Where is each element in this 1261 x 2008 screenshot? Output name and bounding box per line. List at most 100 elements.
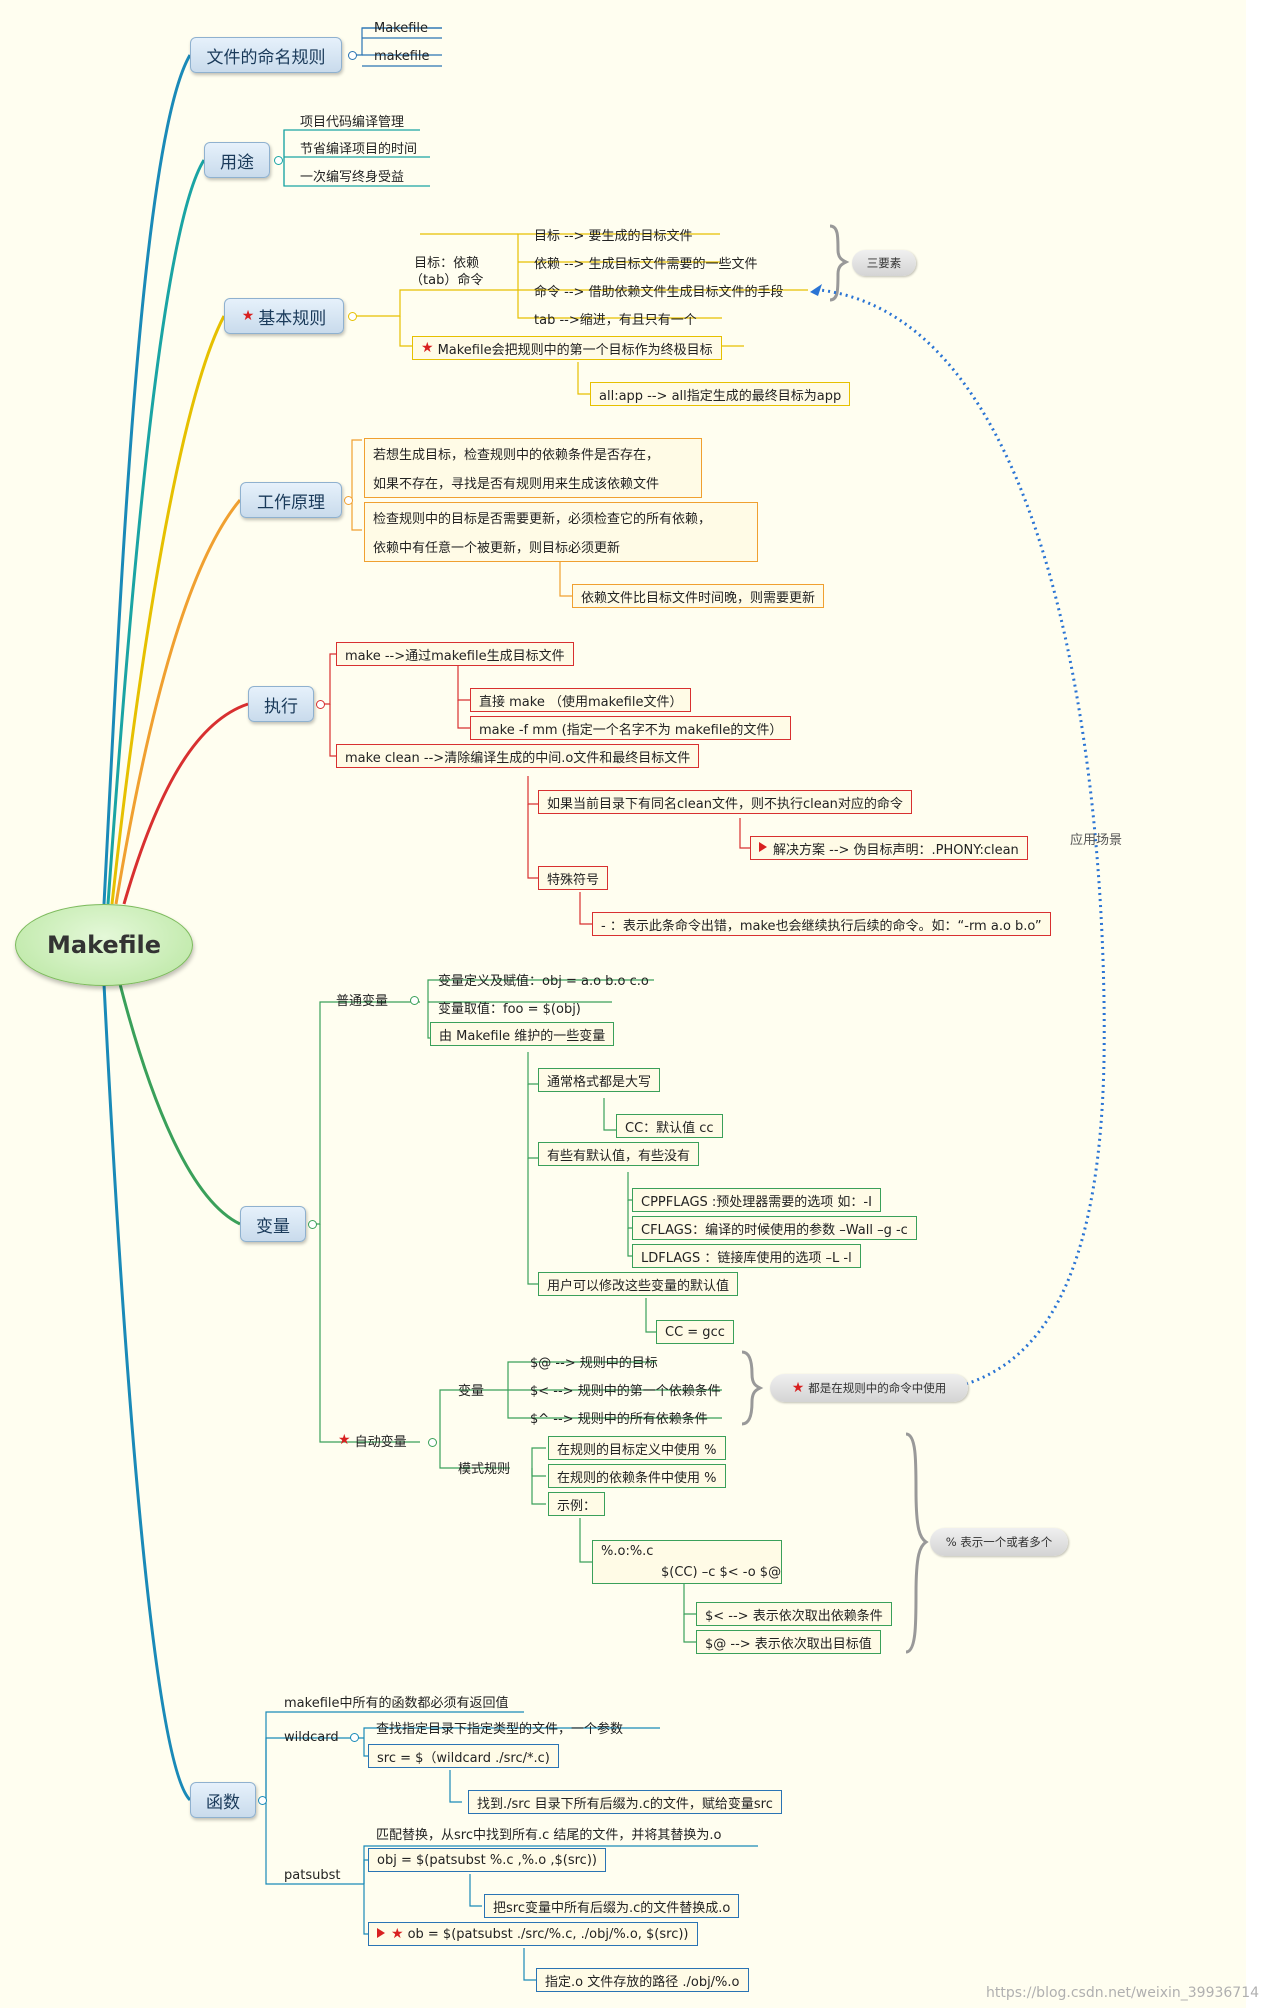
auto-variables-node[interactable]: ★ 自动变量 bbox=[336, 1428, 415, 1452]
ldflags-node[interactable]: LDFLAGS ：链接库使用的选项 –L -l bbox=[632, 1244, 861, 1268]
user-modify-node[interactable]: 用户可以修改这些变量的默认值 bbox=[538, 1272, 739, 1296]
uppercase-node[interactable]: 通常格式都是大写 bbox=[538, 1068, 661, 1092]
in-commands-label: 都是在规则中的命令中使用 bbox=[808, 1381, 947, 1395]
uppercase-label: 通常格式都是大写 bbox=[547, 1074, 652, 1090]
functions-node[interactable]: 函数 bbox=[190, 1782, 256, 1818]
collapse-icon[interactable] bbox=[274, 156, 283, 165]
phony-solution-node[interactable]: 解决方案 --> 伪目标声明：.PHONY:clean bbox=[750, 836, 1028, 860]
patsubst-obj-node[interactable]: obj = $(patsubst %.c ,%.o ,$(src)) bbox=[368, 1848, 606, 1872]
collapse-icon[interactable] bbox=[350, 1733, 359, 1742]
dollar-caret-node[interactable]: $^ --> 规则中的所有依赖条件 bbox=[528, 1406, 716, 1428]
purpose-label: 用途 bbox=[220, 152, 254, 173]
pattern-target-node[interactable]: 在规则的目标定义中使用 % bbox=[548, 1436, 726, 1460]
collapse-icon[interactable] bbox=[410, 996, 419, 1005]
all-app-node[interactable]: all:app --> all指定生成的最终目标为app bbox=[590, 382, 851, 406]
cc-gcc-node[interactable]: CC = gcc bbox=[656, 1320, 734, 1344]
patsubst-ob-node[interactable]: ★ ob = $(patsubst ./src/%.c, ./obj/%.o, … bbox=[368, 1922, 698, 1946]
rule-tab-item[interactable]: tab -->缩进，有且只有一个 bbox=[532, 308, 705, 328]
wildcard-src-label: src = $（wildcard ./src/*.c) bbox=[377, 1750, 550, 1766]
dollar-at-node[interactable]: $@ --> 规则中的目标 bbox=[528, 1350, 666, 1372]
principle-line: 如果不存在，寻找是否有规则用来生成该依赖文件 bbox=[373, 477, 660, 492]
collapse-icon[interactable] bbox=[344, 496, 353, 505]
final-target-node[interactable]: ★ Makefile会把规则中的第一个目标作为终极目标 bbox=[412, 336, 722, 360]
collapse-icon[interactable] bbox=[258, 1796, 267, 1805]
execute-node[interactable]: 执行 bbox=[248, 686, 314, 722]
rule-command-item[interactable]: 命令 --> 借助依赖文件生成目标文件的手段 bbox=[532, 280, 792, 300]
three-elements-callout[interactable]: 三要素 bbox=[852, 250, 916, 276]
principle-node[interactable]: 工作原理 bbox=[240, 482, 342, 518]
principle-check-update-node[interactable]: 检查规则中的目标是否需要更新，必须检查它的所有依赖， 依赖中有任意一个被更新，则… bbox=[364, 502, 758, 562]
ldflags-label: LDFLAGS ：链接库使用的选项 –L -l bbox=[641, 1250, 852, 1266]
make-direct-node[interactable]: 直接 make （使用makefile文件） bbox=[470, 688, 692, 712]
pattern-rule-node[interactable]: 模式规则 bbox=[456, 1456, 518, 1478]
auto-var-group-label: 变量 bbox=[458, 1383, 485, 1399]
cc-default-node[interactable]: CC：默认值 cc bbox=[616, 1114, 723, 1138]
basic-rules-node[interactable]: ★ 基本规则 bbox=[224, 298, 344, 334]
cc-default-label: CC：默认值 cc bbox=[625, 1120, 714, 1136]
dollar-at-label: $@ --> 规则中的目标 bbox=[530, 1355, 658, 1371]
patsubst-node[interactable]: patsubst bbox=[282, 1864, 348, 1886]
star-icon: ★ bbox=[791, 1380, 805, 1396]
target-dependency-node[interactable]: 目标：依赖 （tab）命令 bbox=[408, 252, 491, 292]
purpose-node[interactable]: 用途 bbox=[204, 142, 270, 178]
wildcard-node[interactable]: wildcard bbox=[282, 1726, 347, 1748]
naming-rules-node[interactable]: 文件的命名规则 bbox=[190, 37, 342, 73]
patsubst-replace-node[interactable]: 把src变量中所有后缀为.c的文件替换成.o bbox=[484, 1894, 740, 1918]
special-symbol-node[interactable]: 特殊符号 bbox=[538, 866, 609, 890]
basic-rules-label: 基本规则 bbox=[258, 308, 327, 329]
auto-var-group-node[interactable]: 变量 bbox=[456, 1378, 492, 1400]
example-lt-node[interactable]: $< --> 表示依次取出依赖条件 bbox=[696, 1602, 892, 1626]
purpose-item[interactable]: 一次编写终身受益 bbox=[298, 165, 412, 185]
same-name-clean-node[interactable]: 如果当前目录下有同名clean文件，则不执行clean对应的命令 bbox=[538, 790, 912, 814]
collapse-icon[interactable] bbox=[348, 51, 357, 60]
pattern-dep-node[interactable]: 在规则的依赖条件中使用 % bbox=[548, 1464, 726, 1488]
dollar-lt-label: $< --> 规则中的第一个依赖条件 bbox=[530, 1383, 721, 1399]
make-node[interactable]: make -->通过makefile生成目标文件 bbox=[336, 642, 574, 666]
root-node[interactable]: Makefile bbox=[15, 904, 193, 986]
star-icon: ★ bbox=[421, 340, 434, 356]
purpose-item[interactable]: 项目代码编译管理 bbox=[298, 110, 412, 130]
star-icon: ★ bbox=[338, 1432, 351, 1448]
principle-time-node[interactable]: 依赖文件比目标文件时间晚，则需要更新 bbox=[572, 584, 825, 608]
naming-makefile-upper[interactable]: Makefile bbox=[372, 18, 436, 38]
example-lt-label: $< --> 表示依次取出依赖条件 bbox=[705, 1608, 883, 1624]
cppflags-node[interactable]: CPPFLAGS :预处理器需要的选项 如：-I bbox=[632, 1188, 881, 1212]
principle-check-dependency-node[interactable]: 若想生成目标，检查规则中的依赖条件是否存在， 如果不存在，寻找是否有规则用来生成… bbox=[364, 438, 702, 498]
make-clean-label: make clean -->清除编译生成的中间.o文件和最终目标文件 bbox=[345, 750, 691, 766]
same-name-label: 如果当前目录下有同名clean文件，则不执行clean对应的命令 bbox=[547, 796, 903, 812]
cflags-node[interactable]: CFLAGS：编译的时候使用的参数 –Wall –g -c bbox=[632, 1216, 917, 1240]
dash-symbol-node[interactable]: - ：表示此条命令出错，make也会继续执行后续的命令。如：“-rm a.o b… bbox=[592, 912, 1051, 936]
purpose-item[interactable]: 节省编译项目的时间 bbox=[298, 137, 425, 157]
variables-node[interactable]: 变量 bbox=[240, 1206, 306, 1242]
naming-makefile-lower[interactable]: makefile bbox=[372, 46, 438, 66]
rule-dependency-item[interactable]: 依赖 --> 生成目标文件需要的一些文件 bbox=[532, 252, 766, 272]
make-clean-node[interactable]: make clean -->清除编译生成的中间.o文件和最终目标文件 bbox=[336, 744, 700, 768]
collapse-icon[interactable] bbox=[316, 700, 325, 709]
maintained-vars-node[interactable]: 由 Makefile 维护的一些变量 bbox=[430, 1022, 615, 1046]
patsubst-desc-node[interactable]: 匹配替换，从src中找到所有.c 结尾的文件，并将其替换为.o bbox=[374, 1822, 729, 1844]
var-get-node[interactable]: 变量取值：foo = $(obj) bbox=[436, 996, 589, 1018]
in-commands-callout[interactable]: ★ 都是在规则中的命令中使用 bbox=[770, 1374, 968, 1402]
percent-callout[interactable]: % 表示一个或者多个 bbox=[930, 1528, 1068, 1556]
var-define-node[interactable]: 变量定义及赋值：obj = a.o b.o c.o bbox=[436, 968, 657, 990]
patsubst-path-node[interactable]: 指定.o 文件存放的路径 ./obj/%.o bbox=[536, 1968, 749, 1992]
collapse-icon[interactable] bbox=[308, 1220, 317, 1229]
application-scene-text: 应用场景 bbox=[1070, 832, 1123, 848]
make-f-node[interactable]: make -f mm (指定一个名字不为 makefile的文件） bbox=[470, 716, 792, 740]
patsubst-path-label: 指定.o 文件存放的路径 ./obj/%.o bbox=[545, 1974, 740, 1990]
wildcard-find-node[interactable]: 找到./src 目录下所有后缀为.c的文件，赋给变量src bbox=[468, 1790, 782, 1814]
example-node[interactable]: 示例： bbox=[548, 1492, 606, 1516]
wildcard-desc-node[interactable]: 查找指定目录下指定类型的文件，一个参数 bbox=[374, 1716, 631, 1738]
rule-target-item[interactable]: 目标 --> 要生成的目标文件 bbox=[532, 224, 701, 244]
collapse-icon[interactable] bbox=[348, 312, 357, 321]
collapse-icon[interactable] bbox=[428, 1438, 437, 1447]
wildcard-src-node[interactable]: src = $（wildcard ./src/*.c) bbox=[368, 1744, 559, 1768]
example-at-node[interactable]: $@ --> 表示依次取出目标值 bbox=[696, 1630, 881, 1654]
flag-icon bbox=[759, 842, 767, 852]
dollar-lt-node[interactable]: $< --> 规则中的第一个依赖条件 bbox=[528, 1378, 729, 1400]
must-return-node[interactable]: makefile中所有的函数都必须有返回值 bbox=[282, 1690, 517, 1712]
make-label: make -->通过makefile生成目标文件 bbox=[345, 648, 565, 664]
normal-variables-node[interactable]: 普通变量 bbox=[334, 988, 396, 1010]
some-default-node[interactable]: 有些有默认值，有些没有 bbox=[538, 1142, 700, 1166]
example-code-node[interactable]: %.o:%.c $(CC) –c $< -o $@ bbox=[592, 1540, 782, 1584]
